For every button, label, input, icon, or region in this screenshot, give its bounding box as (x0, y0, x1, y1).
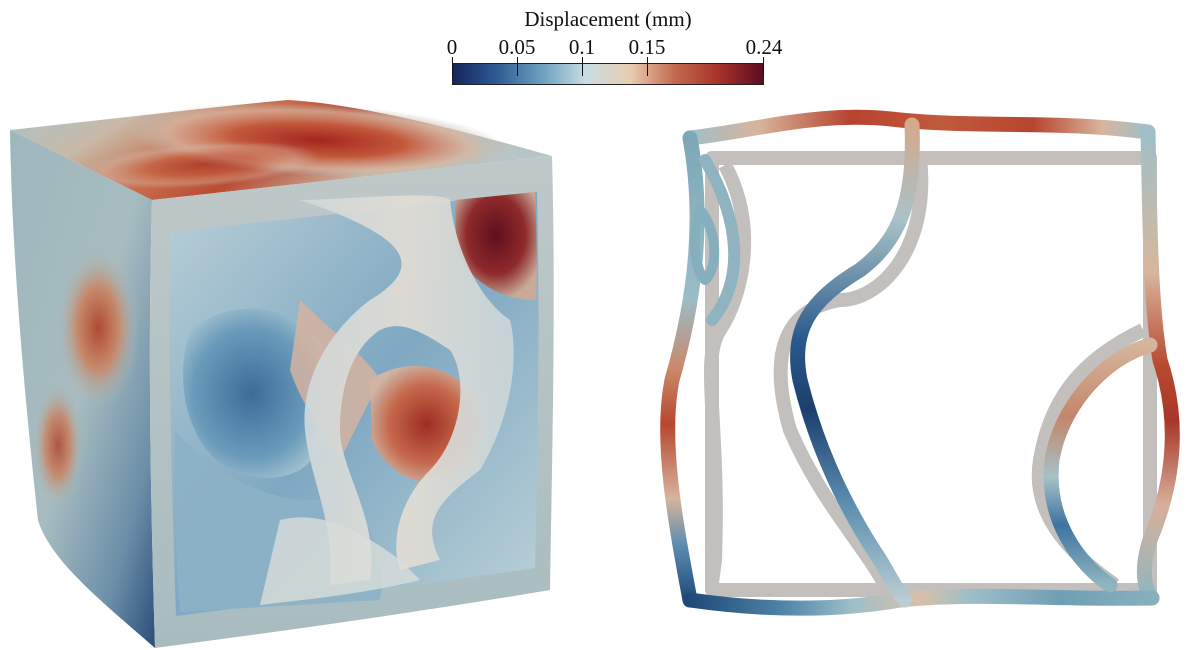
undeformed-outline (703, 151, 1157, 597)
s-strut-middle (790, 117, 920, 608)
right-beam (1136, 124, 1180, 606)
colorbar-tick-mark (647, 57, 648, 76)
left-inner-strut (699, 154, 741, 326)
colorbar-tick-mark (452, 57, 453, 76)
left-loop (689, 205, 720, 285)
deformed-cube (10, 100, 554, 648)
colorbar-tick-label: 0.05 (498, 35, 536, 59)
colorbar-tick-label: 0.15 (628, 35, 666, 59)
colorbar-title: Displacement (mm) (524, 7, 692, 31)
gyroid-surface (455, 192, 537, 300)
colorbar-tick-label: 0 (446, 35, 458, 59)
top-face-bump (80, 141, 320, 189)
s-strut-right (1043, 337, 1158, 593)
colorbar-tick-label: 0.1 (568, 35, 596, 59)
cross-section (660, 109, 1180, 616)
colorbar-tick-label: 0.24 (745, 35, 783, 59)
colorbar-tick-mark (763, 57, 764, 76)
gyroid-strut (300, 195, 514, 586)
left-face-bump (56, 246, 140, 410)
top-beam (682, 109, 1156, 146)
colorbar: Displacement (mm) 0 0.05 0.1 0.15 0.24 (0, 0, 1188, 100)
bottom-beam (682, 588, 1160, 616)
left-beam (660, 130, 705, 608)
left-face-bump (32, 381, 84, 509)
colorbar-tick-mark (582, 57, 583, 76)
deformed-structure (660, 109, 1180, 616)
colorbar-tick-mark (517, 57, 518, 76)
gyroid-strut (260, 517, 420, 605)
